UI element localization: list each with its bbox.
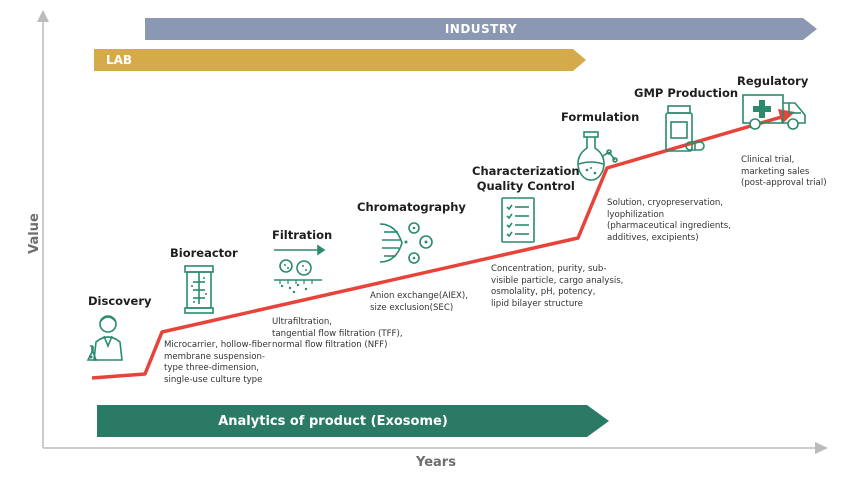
medicine-bottle-icon: [665, 105, 705, 152]
bioreactor-icon: [184, 265, 214, 314]
chromatography-title: Chromatography: [357, 200, 466, 214]
ambulance-icon: [742, 94, 806, 130]
regulatory-desc: Clinical trial, marketing sales (post-ap…: [741, 155, 827, 188]
discovery-title: Discovery: [88, 294, 152, 308]
scientist-icon: [86, 315, 123, 361]
analytics-band: Analytics of product (Exosome): [97, 405, 609, 437]
regulatory-title: Regulatory: [737, 74, 809, 88]
lab-band-label: LAB: [106, 53, 133, 67]
formulation-title: Formulation: [561, 110, 640, 124]
chromatography-icon: [379, 222, 433, 264]
filter-icon: [274, 244, 326, 294]
value-trend-line: [91, 114, 786, 380]
y-axis-label: Value: [26, 213, 42, 254]
x-axis-label: Years: [416, 455, 456, 470]
y-axis-arrowhead: [37, 10, 49, 22]
characterization-desc: Concentration, purity, sub- visible part…: [491, 264, 624, 309]
characterization-title: Characterization Quality Control: [472, 164, 580, 193]
lab-band: LAB: [94, 49, 586, 71]
flask-icon: [577, 131, 618, 181]
checklist-icon: [501, 197, 535, 243]
chromatography-desc: Anion exchange(AIEX), size exclusion(SEC…: [370, 291, 469, 313]
bioreactor-title: Bioreactor: [170, 246, 238, 260]
analytics-band-label: Analytics of product (Exosome): [218, 413, 448, 429]
filtration-title: Filtration: [272, 228, 333, 242]
formulation-desc: Solution, cryopreservation, lyophilizati…: [607, 198, 731, 243]
filtration-desc: Ultrafiltration, tangential flow filtrat…: [272, 317, 403, 350]
bioreactor-desc: Microcarrier, hollow-fiber membrane susp…: [164, 340, 272, 385]
industry-band-label: INDUSTRY: [444, 22, 518, 36]
gmp-title: GMP Production: [634, 86, 739, 100]
x-axis-arrowhead: [815, 442, 828, 454]
industry-band: INDUSTRY: [145, 18, 817, 40]
